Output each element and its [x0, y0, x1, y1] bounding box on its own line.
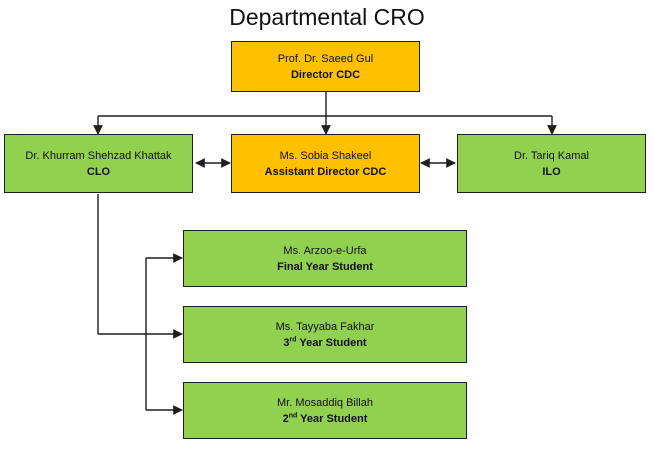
role-text: Year Student — [296, 336, 367, 349]
node-student-final-year-name: Ms. Arzoo-e-Urfa — [283, 244, 367, 257]
role-ordinal: 3 — [283, 336, 290, 349]
node-clo-name: Dr. Khurram Shehzad Khattak — [25, 149, 172, 162]
node-student-third-year: Ms. Tayyaba Fakhar 3rd Year Student — [183, 306, 467, 363]
node-assistant-director-name: Ms. Sobia Shakeel — [279, 149, 372, 162]
node-ilo: Dr. Tariq Kamal ILO — [457, 134, 646, 193]
role-ordinal-suffix: nd — [288, 411, 298, 419]
node-assistant-director: Ms. Sobia Shakeel Assistant Director CDC — [231, 134, 420, 193]
node-clo-role: CLO — [86, 165, 111, 178]
node-director-name: Prof. Dr. Saeed Gul — [277, 52, 374, 65]
node-clo: Dr. Khurram Shehzad Khattak CLO — [4, 134, 193, 193]
node-student-third-year-role: 3rd Year Student — [283, 335, 366, 351]
node-student-third-year-name: Ms. Tayyaba Fakhar — [275, 320, 375, 333]
node-assistant-director-role: Assistant Director CDC — [264, 165, 387, 178]
node-director-role: Director CDC — [290, 68, 361, 81]
node-ilo-name: Dr. Tariq Kamal — [514, 149, 589, 162]
node-student-final-year: Ms. Arzoo-e-Urfa Final Year Student — [183, 230, 467, 287]
role-ordinal: 2 — [282, 412, 289, 425]
role-text: Year Student — [297, 412, 368, 425]
chart-title: Departmental CRO — [229, 4, 425, 30]
node-director: Prof. Dr. Saeed Gul Director CDC — [231, 41, 420, 92]
node-student-second-year-name: Mr. Mosaddiq Billah — [277, 396, 373, 409]
node-student-second-year: Mr. Mosaddiq Billah 2nd Year Student — [183, 382, 467, 439]
node-student-final-year-role: Final Year Student — [277, 260, 373, 273]
node-ilo-role: ILO — [542, 165, 561, 178]
role-ordinal-suffix: rd — [289, 335, 297, 343]
node-student-second-year-role: 2nd Year Student — [283, 411, 368, 427]
